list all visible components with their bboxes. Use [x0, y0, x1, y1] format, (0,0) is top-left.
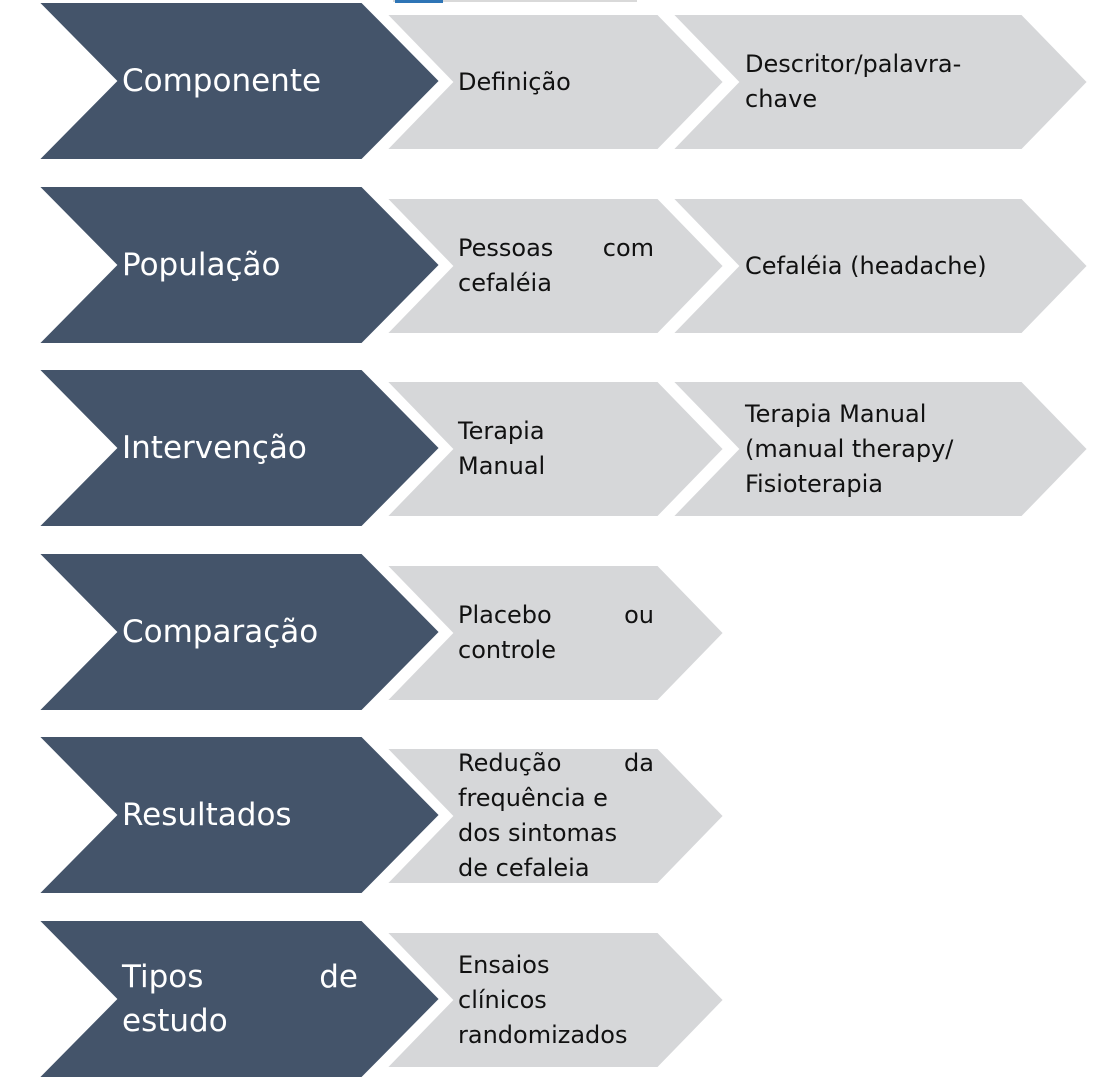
category-line: Componente [122, 63, 322, 99]
keyword-chevron-fill [669, 380, 1090, 518]
definition-chevron-fill [383, 564, 726, 702]
category-line: Tipos de [122, 959, 358, 995]
keyword-line: chave [745, 85, 818, 113]
keyword-text: Descritor/palavra-chave [745, 14, 1025, 150]
definition-chevron-shape [383, 747, 726, 885]
category-chevron-fill [35, 919, 442, 1079]
keyword-chevron-fill [669, 13, 1090, 151]
category-chevron: Componente [35, 1, 442, 161]
definition-line: Terapia [458, 417, 545, 445]
category-text: Tipos de estudo [122, 920, 358, 1078]
keyword-chevron: Terapia Manual (manual therapy/Fisioterap… [669, 380, 1090, 518]
definition-line: Redução da [458, 749, 654, 777]
definition-chevron-fill [383, 380, 726, 518]
category-line: Resultados [122, 797, 292, 833]
definition-text: Placebo ou controle [458, 565, 654, 701]
keyword-line: Cefaléia (headache) [745, 251, 987, 280]
definition-text: Ensaios clínicos randomizados [458, 932, 654, 1068]
definition-line: cefaléia [458, 269, 552, 297]
top-divider [393, 0, 637, 2]
definition-line: clínicos [458, 985, 547, 1014]
category-chevron: Intervenção [35, 368, 442, 528]
keyword-line: (manual therapy/ [745, 434, 954, 463]
category-chevron-fill [35, 368, 442, 528]
category-chevron-fill [35, 552, 442, 712]
top-accent-mark [395, 0, 443, 3]
category-chevron-fill [35, 735, 442, 895]
keyword-line: Terapia Manual [745, 399, 927, 428]
category-chevron-fill [35, 1, 442, 161]
category-chevron: População [35, 185, 442, 345]
keyword-chevron-shape [669, 197, 1090, 335]
definition-chevron-shape [383, 931, 726, 1069]
definition-chevron-fill [383, 13, 726, 151]
definition-line: dos sintomas [458, 819, 618, 847]
category-line: Intervenção [122, 430, 307, 466]
definition-chevron-shape [383, 380, 726, 518]
definition-line: Manual [458, 452, 546, 480]
definition-line: Ensaios [458, 950, 550, 979]
definition-line: de cefaleia [458, 854, 590, 882]
definition-chevron-fill [383, 747, 726, 885]
category-chevron-fill [35, 185, 442, 345]
keyword-chevron-shape [669, 13, 1090, 151]
category-chevron-shape [35, 919, 442, 1079]
definition-line: controle [458, 636, 556, 664]
keyword-line: Descritor/palavra- [745, 50, 962, 78]
category-chevron: Tipos de estudo [35, 919, 442, 1079]
category-chevron: Resultados [35, 735, 442, 895]
category-text: População [122, 186, 358, 344]
category-line: População [122, 247, 281, 283]
definition-line: Placebo ou [458, 601, 654, 629]
definition-line: randomizados [458, 1020, 628, 1049]
definition-text: Definição [458, 14, 654, 150]
definition-chevron: Redução da frequência e dos sintomas de cef… [383, 747, 726, 885]
definition-line: Definição [458, 67, 571, 96]
category-chevron-shape [35, 1, 442, 161]
definition-text: Pessoas com cefaléia [458, 198, 654, 334]
keyword-chevron-shape [669, 380, 1090, 518]
category-chevron-shape [35, 185, 442, 345]
definition-chevron-fill [383, 931, 726, 1069]
category-chevron-shape [35, 735, 442, 895]
definition-text: Redução da frequência e dos sintomas de cef… [458, 748, 654, 884]
definition-line: frequência e [458, 784, 608, 812]
definition-chevron-shape [383, 564, 726, 702]
keyword-text: Terapia Manual (manual therapy/Fisioterap… [745, 381, 1025, 517]
category-chevron-shape [35, 552, 442, 712]
keyword-chevron: Cefaléia (headache) [669, 197, 1090, 335]
category-line: Comparação [122, 614, 319, 650]
keyword-text: Cefaléia (headache) [745, 198, 1025, 334]
definition-chevron: Pessoas com cefaléia [383, 197, 726, 335]
definition-chevron: Definição [383, 13, 726, 151]
category-chevron-shape [35, 368, 442, 528]
definition-chevron-shape [383, 197, 726, 335]
keyword-line: Fisioterapia [745, 469, 883, 498]
definition-chevron-shape [383, 13, 726, 151]
category-line: estudo [122, 1003, 228, 1039]
definition-line: Pessoas com [458, 234, 654, 262]
category-text: Resultados [122, 736, 358, 894]
category-chevron: Comparação [35, 552, 442, 712]
definition-chevron: Placebo ou controle [383, 564, 726, 702]
keyword-chevron: Descritor/palavra-chave [669, 13, 1090, 151]
definition-chevron: Ensaios clínicos randomizados [383, 931, 726, 1069]
category-text: Componente [122, 2, 358, 160]
keyword-chevron-fill [669, 197, 1090, 335]
definition-chevron-fill [383, 197, 726, 335]
category-text: Intervenção [122, 369, 358, 527]
category-text: Comparação [122, 553, 358, 711]
